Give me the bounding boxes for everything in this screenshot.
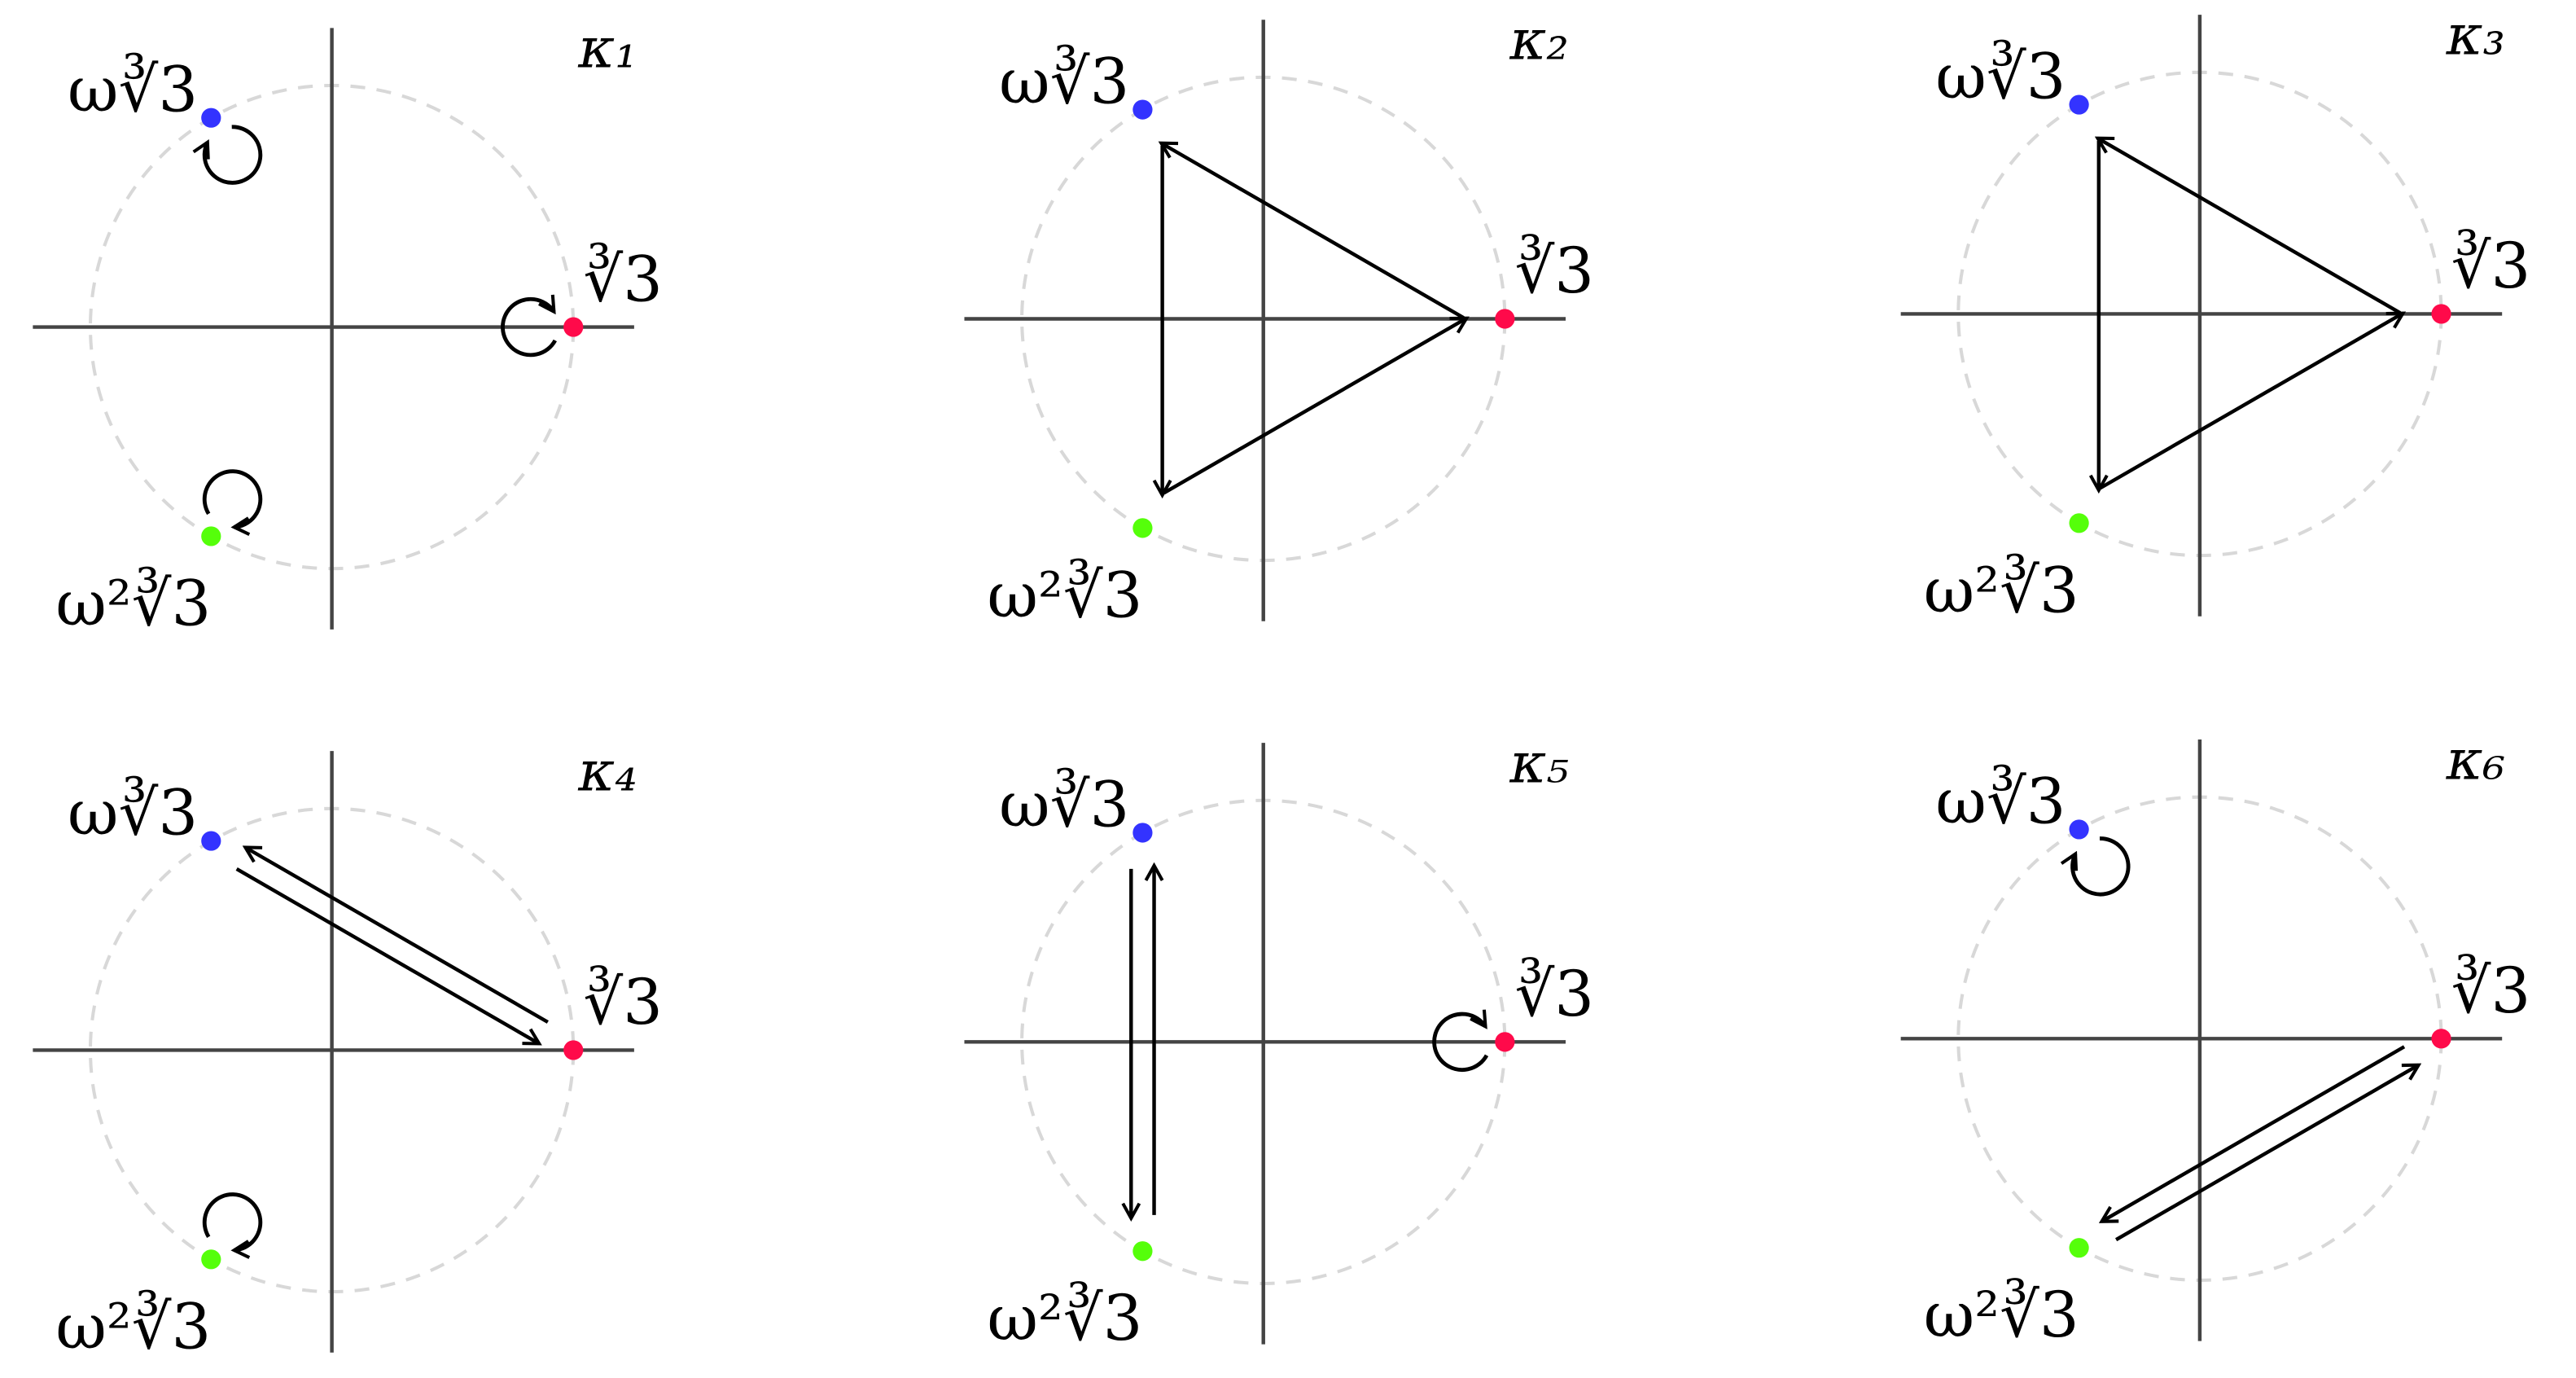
root-point-B	[1132, 823, 1153, 843]
permutation-arrow	[2101, 1045, 2406, 1222]
panel-title: κ₃	[2446, 3, 2505, 68]
root-label: ω∛3	[1935, 764, 2066, 838]
root-point-B	[201, 831, 221, 851]
root-label: ω∛3	[68, 53, 198, 127]
permutation-arrow	[2114, 1065, 2419, 1242]
panel-title: κ₂	[1509, 8, 1568, 73]
root-point-R	[1495, 1032, 1515, 1052]
panel-3: κ₃ ∛3 ω∛3 ω²∛3	[1900, 3, 2531, 627]
fixed-point-loop-arrow	[1432, 1014, 1489, 1073]
permutation-arrow	[1161, 143, 1465, 320]
root-point-G	[1132, 1241, 1153, 1262]
root-point-R	[1495, 309, 1515, 329]
panel-4: κ₄ ∛3 ω∛3 ω²∛3	[33, 739, 663, 1363]
root-label: ω∛3	[1935, 39, 2066, 113]
root-label: ∛3	[2451, 229, 2531, 303]
panel-6: κ₆ ∛3 ω∛3 ω²∛3	[1900, 727, 2531, 1352]
fixed-point-loop-arrow	[501, 299, 557, 358]
root-point-B	[1132, 99, 1153, 120]
fixed-point-loop-arrow	[202, 469, 263, 528]
root-label: ∛3	[583, 242, 663, 316]
root-point-B	[201, 108, 221, 128]
permutation-arrow	[245, 847, 549, 1024]
root-label: ω²∛3	[1924, 1278, 2079, 1352]
panel-title: κ₅	[1509, 731, 1568, 797]
permutation-arrow	[235, 867, 540, 1044]
root-point-R	[2431, 304, 2451, 324]
root-point-G	[201, 526, 221, 546]
permutation-arrow	[2099, 314, 2403, 490]
root-point-R	[2431, 1029, 2451, 1049]
root-point-R	[563, 1040, 584, 1060]
root-label: ω²∛3	[1924, 553, 2079, 627]
root-point-B	[2069, 819, 2089, 840]
root-label: ω²∛3	[988, 558, 1143, 632]
panel-title: κ₁	[577, 16, 637, 81]
permutation-arrow	[1163, 318, 1467, 495]
root-label: ω∛3	[999, 767, 1129, 841]
panel-title: κ₄	[577, 739, 637, 805]
root-point-G	[2069, 513, 2089, 533]
panel-5: κ₅ ∛3 ω∛3 ω²∛3	[964, 731, 1594, 1355]
root-point-B	[2069, 94, 2089, 115]
root-label: ∛3	[2451, 954, 2531, 1028]
root-label: ∛3	[1514, 234, 1594, 308]
fixed-point-loop-arrow	[204, 125, 263, 185]
root-label: ω²∛3	[55, 1289, 211, 1363]
fixed-point-loop-arrow	[2073, 836, 2131, 897]
root-point-G	[2069, 1238, 2089, 1258]
permutation-arrow	[2097, 138, 2402, 315]
root-label: ω∛3	[999, 45, 1129, 119]
root-label: ∛3	[1514, 957, 1594, 1031]
panel-title: κ₆	[2446, 727, 2505, 792]
root-label: ∛3	[583, 965, 663, 1039]
fixed-point-loop-arrow	[202, 1192, 263, 1251]
root-label: ω²∛3	[55, 566, 211, 640]
root-point-G	[201, 1249, 221, 1270]
root-label: ω∛3	[68, 775, 198, 849]
panel-1: κ₁ ∛3 ω∛3 ω²∛3	[33, 16, 663, 640]
root-label: ω²∛3	[988, 1281, 1143, 1355]
root-point-R	[563, 317, 584, 337]
panel-2: κ₂ ∛3 ω∛3 ω²∛3	[964, 8, 1594, 632]
root-point-G	[1132, 518, 1153, 538]
